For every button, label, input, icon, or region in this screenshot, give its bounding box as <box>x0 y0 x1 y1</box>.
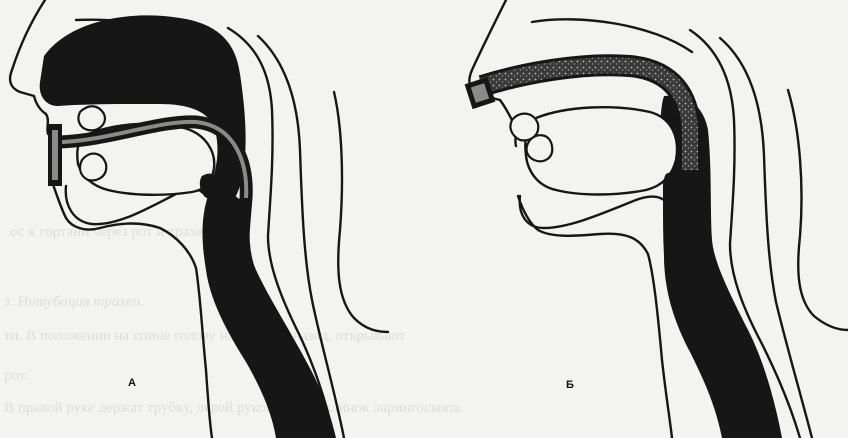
panel-b-spine-line-2 <box>788 90 848 330</box>
bleed-line-4: рот. <box>4 368 28 384</box>
panel-a-upper-teeth <box>78 106 104 130</box>
panel-a-tube-connector-inner <box>52 130 58 180</box>
panel-b-nasal-outline <box>532 19 692 52</box>
panel-b-label: Б <box>566 379 574 391</box>
bleed-line-1: ос к гортани через рот и трахею. <box>10 224 218 240</box>
panel-a-lower-teeth <box>80 154 106 181</box>
panel-a-spine-line-2 <box>334 92 388 332</box>
bleed-line-2: з. Интубация трахеи. <box>3 294 144 310</box>
panel-a-label: А <box>128 377 136 389</box>
bleed-line-3: ти. В положении на спине голову наклоняю… <box>4 328 406 344</box>
panel-b-mandible <box>520 196 668 228</box>
bleed-line-5: В правой руке держат трубку, левой рукой… <box>4 400 463 416</box>
panel-b-lower-teeth <box>527 135 553 161</box>
